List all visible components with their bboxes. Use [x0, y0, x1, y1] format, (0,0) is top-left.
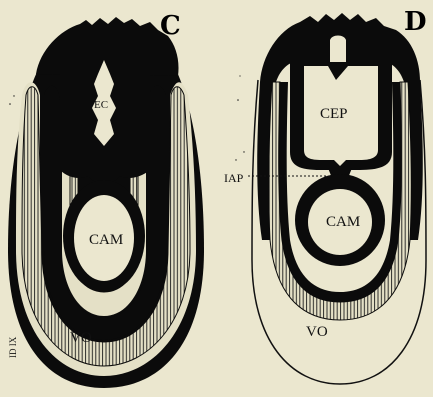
panel-c-label-ec: EC	[94, 99, 108, 111]
panel-d-label-iap: IAP	[224, 171, 244, 185]
panel-d-top-notch	[330, 36, 346, 63]
panel-d-label-cep: CEP	[320, 106, 348, 122]
panel-d-letter: D	[404, 7, 427, 37]
panel-c-label-vo: VO	[70, 330, 92, 346]
panel-c-letter: C	[160, 11, 181, 41]
panel-d-label-cam: CAM	[326, 214, 360, 230]
panel-c-label-cam: CAM	[89, 232, 123, 248]
panel-c-corner-mark: ID IX	[8, 336, 18, 358]
panel-d-label-vo: VO	[306, 324, 328, 340]
